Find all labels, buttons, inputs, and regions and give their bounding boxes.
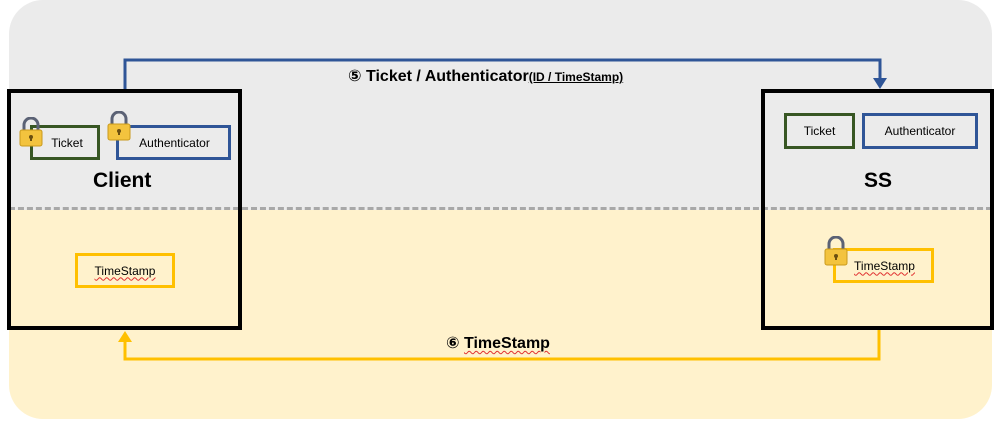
ss-ticket-label: Ticket: [803, 124, 836, 138]
request-label-detail: (ID / TimeStamp): [529, 70, 623, 84]
client-side-zone: [9, 0, 992, 232]
ss-authenticator: Authenticator: [862, 113, 978, 149]
response-arrow-line: [123, 330, 881, 361]
ss-ticket: Ticket: [784, 113, 855, 149]
padlock-icon: [824, 236, 848, 266]
response-arrowhead: [118, 331, 132, 342]
ss-timestamp: TimeStamp: [833, 248, 934, 283]
response-arrow-label: ⑥ TimeStamp: [446, 333, 550, 353]
ss-title: SS: [864, 169, 893, 192]
response-label-main: TimeStamp: [464, 335, 550, 352]
step-number-6: ⑥: [446, 335, 460, 352]
client-box: [7, 89, 242, 330]
client-authenticator-label: Authenticator: [139, 135, 210, 150]
request-arrow-label: ⑤ Ticket / Authenticator(ID / TimeStamp): [348, 66, 623, 86]
padlock-icon: [107, 111, 131, 141]
request-arrow-line: [123, 58, 882, 91]
ss-timestamp-label: TimeStamp: [854, 258, 915, 273]
zone-divider: [9, 207, 992, 210]
client-ticket-label: Ticket: [51, 135, 83, 150]
padlock-icon: [19, 117, 43, 147]
client-timestamp-label: TimeStamp: [94, 263, 156, 278]
client-authenticator: Authenticator: [116, 125, 231, 160]
step-number-5: ⑤: [348, 68, 362, 85]
request-arrowhead: [873, 78, 887, 89]
ss-box: [761, 89, 994, 330]
client-timestamp: TimeStamp: [75, 253, 175, 288]
ss-authenticator-label: Authenticator: [884, 124, 956, 138]
request-label-detail-text: (ID / TimeStamp): [528, 70, 624, 84]
client-title: Client: [93, 169, 152, 192]
request-label-main: Ticket / Authenticator: [366, 68, 529, 85]
